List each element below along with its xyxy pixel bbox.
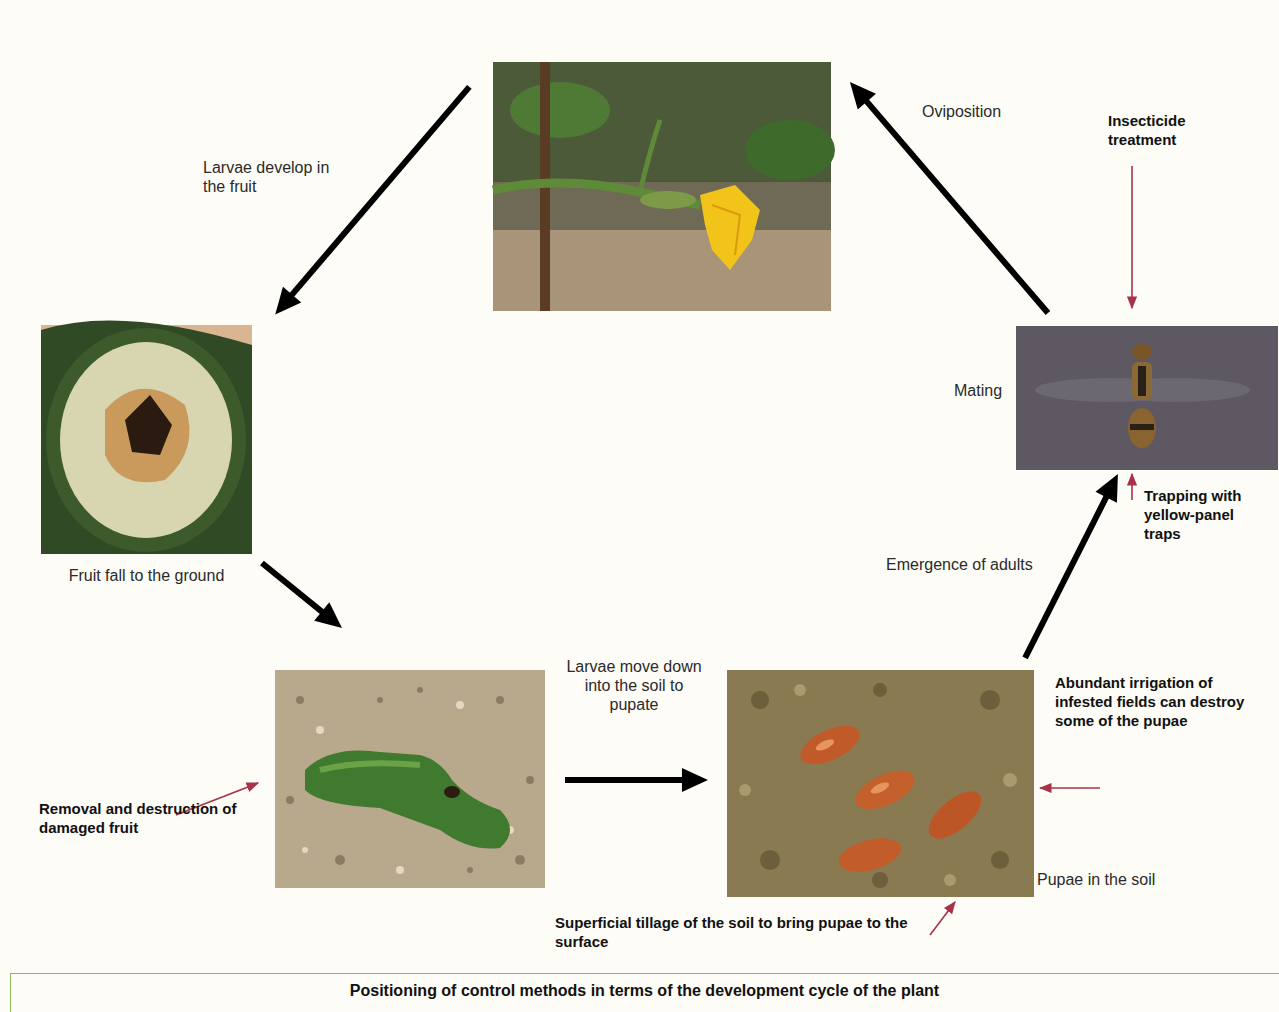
edge-label: Emergence of adults <box>886 555 1056 574</box>
photo-node: Fruit fall to the ground <box>41 325 252 590</box>
fruit-section-photo <box>41 320 252 554</box>
leader-line <box>1131 474 1133 500</box>
cycle-arrow <box>565 768 708 792</box>
arrow-line <box>291 87 470 296</box>
arrow-head <box>682 768 708 792</box>
edge-label: Oviposition <box>922 102 1032 121</box>
photo-node <box>493 62 831 311</box>
edge-label: Larvae develop in the fruit <box>203 158 353 196</box>
pupae-photo <box>727 670 1034 897</box>
photo-node: Mating <box>1016 326 1278 470</box>
leader-line <box>930 902 955 935</box>
arrow-line <box>262 563 323 613</box>
leader-line <box>1040 787 1100 789</box>
flower-photo <box>493 62 835 311</box>
cycle-arrow <box>262 563 342 628</box>
fly-photo <box>1016 326 1278 470</box>
fallen-fruit-photo <box>275 670 545 888</box>
cycle-arrow <box>275 87 469 315</box>
control-method: Insecticide treatment <box>1108 111 1218 149</box>
photo-caption: Fruit fall to the ground <box>41 566 252 585</box>
edge-label: Larvae move down into the soil to pupate <box>559 657 709 714</box>
photo-caption: Mating <box>954 381 1012 400</box>
leader-line <box>1131 166 1133 308</box>
arrow-line <box>866 100 1048 313</box>
cycle-arrow <box>1025 474 1118 658</box>
control-method: Trapping with yellow-panel traps <box>1144 486 1264 543</box>
figure-caption: Positioning of control methods in terms … <box>10 982 1279 1000</box>
photo-node <box>275 670 545 888</box>
arrow-line <box>1025 495 1107 658</box>
photo-caption: Pupae in the soil <box>1037 870 1177 889</box>
control-method: Superficial tillage of the soil to bring… <box>555 913 920 951</box>
control-method: Abundant irrigation of infested fields c… <box>1055 673 1255 730</box>
photo-node: Pupae in the soil <box>727 670 1034 897</box>
arrow-line <box>565 777 684 783</box>
control-method: Removal and destruction of damaged fruit <box>39 799 259 837</box>
cycle-arrow <box>850 82 1048 313</box>
